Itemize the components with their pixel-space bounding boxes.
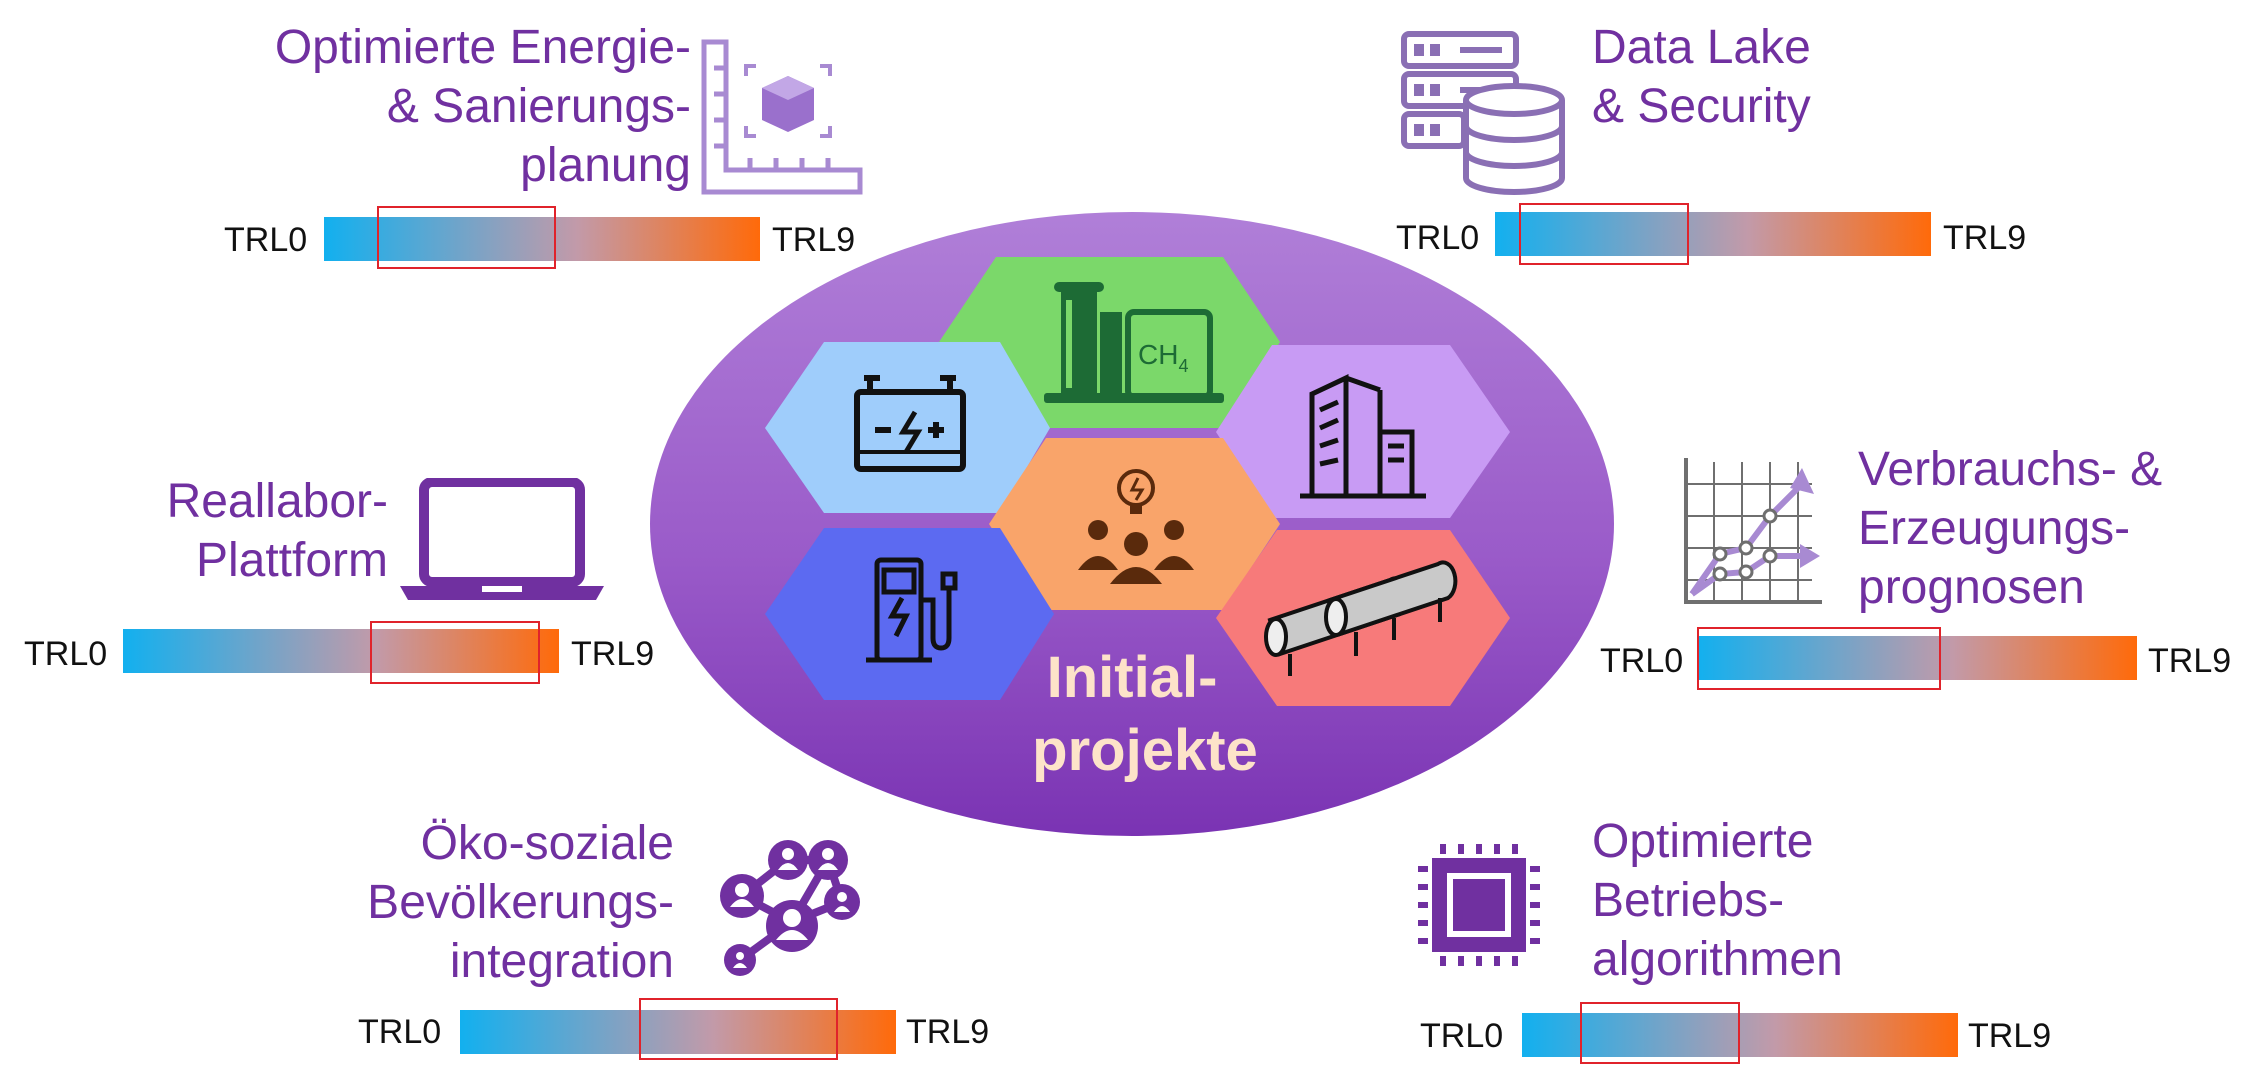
- trl-end-label: TRL9: [1968, 1017, 2052, 1055]
- project-title-datalake: Data Lake & Security: [1592, 21, 1811, 133]
- trl-range-highlight: [639, 998, 838, 1060]
- center-label-line2: projekte: [1032, 718, 1258, 783]
- trl-start-label: TRL0: [1600, 642, 1684, 680]
- hex-ev-charging: [765, 528, 1054, 700]
- hex-battery: [765, 342, 1050, 513]
- trl-end-label: TRL9: [2148, 642, 2232, 680]
- ruler-cube-icon: [701, 39, 863, 195]
- biogas-tank-icon: [1044, 282, 1224, 403]
- project-title-prognosen: Verbrauchs- & Erzeugungs- prognosen: [1858, 443, 2163, 614]
- trl-start-label: TRL0: [224, 221, 308, 259]
- project-title-reallabor: Reallabor- Plattform: [166, 475, 388, 587]
- trl-bar: [1522, 1013, 1958, 1057]
- center-label-line1: Initial-: [1047, 645, 1218, 710]
- trl-range-highlight: [370, 621, 540, 684]
- hex-community: [989, 438, 1280, 610]
- trl-end-label: TRL9: [772, 221, 856, 259]
- trl-bar: [1697, 636, 2137, 680]
- pipes-icon: [1264, 560, 1458, 676]
- hex-buildings: [1216, 345, 1510, 518]
- project-title-algorithmen: Optimierte Betriebs- algorithmen: [1592, 815, 1843, 986]
- trl-range-highlight: [1697, 627, 1941, 690]
- trl-bar: [460, 1010, 896, 1054]
- trl-start-label: TRL0: [24, 635, 108, 673]
- community-idea-icon: [1078, 469, 1194, 584]
- trl-bar: [324, 217, 760, 261]
- ev-charger-icon: [866, 557, 958, 663]
- people-network-icon: [720, 840, 860, 976]
- trl-range-highlight: [377, 206, 556, 269]
- trl-end-label: TRL9: [1943, 219, 2027, 257]
- trl-start-label: TRL0: [1420, 1017, 1504, 1055]
- building-icon: [1300, 374, 1426, 499]
- project-title-energy: Optimierte Energie- & Sanierungs- planun…: [274, 21, 691, 192]
- hex-pipes: [1216, 530, 1510, 706]
- project-title-oeko: Öko-soziale Bevölkerungs- integration: [367, 817, 674, 988]
- trl-end-label: TRL9: [906, 1013, 990, 1051]
- trl-bar: [123, 629, 559, 673]
- trl-range-highlight: [1580, 1002, 1740, 1064]
- cpu-chip-icon: [1418, 844, 1540, 966]
- trl-bar: [1495, 212, 1931, 256]
- trl-start-label: TRL0: [358, 1013, 442, 1051]
- trl-start-label: TRL0: [1396, 219, 1480, 257]
- battery-icon: [854, 375, 966, 472]
- hex-biogas: CH4: [939, 257, 1280, 428]
- server-database-icon: [1401, 31, 1565, 195]
- laptop-icon: [400, 478, 604, 600]
- trl-range-highlight: [1519, 203, 1689, 265]
- trl-end-label: TRL9: [571, 635, 655, 673]
- growth-chart-icon: [1684, 458, 1822, 604]
- ch4-formula: CH4: [1138, 339, 1188, 376]
